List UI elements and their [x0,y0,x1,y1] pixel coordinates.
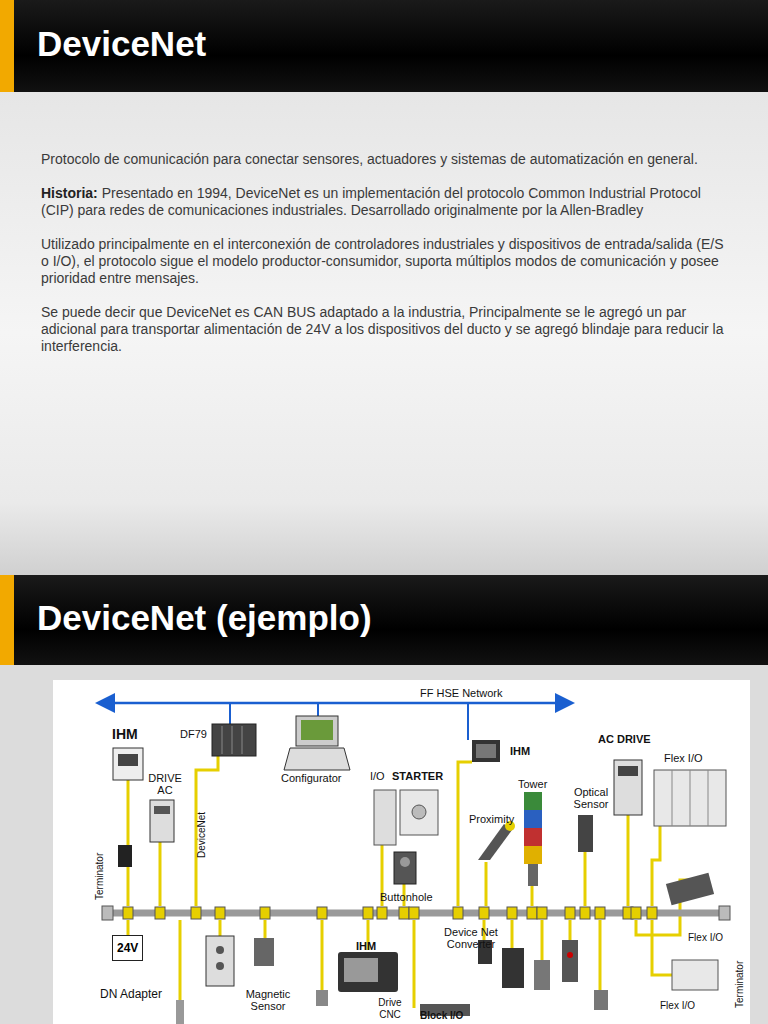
power-supply-box: 24V [112,935,143,961]
body-text: Presentado en 1994, DeviceNet es un impl… [41,185,701,218]
device-label: I/O [370,770,385,782]
device-label: Flex I/O [664,752,703,764]
body-text: Utilizado principalmente en el intercone… [41,236,724,286]
tee-connector [453,907,463,919]
body-text: Protocolo de comunicación para conectar … [41,151,698,167]
tee-connector [317,907,327,919]
device-label: Flex I/O [660,1000,695,1012]
accent-strip [0,575,14,665]
device-label: STARTER [392,770,443,782]
tee-connector [537,907,547,919]
accent-strip [0,0,14,92]
body-text: Se puede decir que DeviceNet es CAN BUS … [41,304,724,354]
tee-connector [507,907,517,919]
device-label: Configurator [281,772,342,784]
device-label: Flex I/O [688,932,723,944]
paragraph: Se puede decir que DeviceNet es CAN BUS … [41,304,731,355]
device-label: Device Net Converter [436,926,506,950]
tee-connector [479,907,489,919]
tee-connector [260,907,270,919]
device-label: Block I/O [420,1010,463,1022]
device-label: Buttonhole [380,891,433,903]
vertical-label: DeviceNet [196,812,208,858]
node-text: 24V [117,941,138,955]
tee-connector [580,907,590,919]
paragraph: Utilizado principalmente en el intercone… [41,236,731,287]
device-label: Drive CNC [372,997,408,1021]
device-label: Optical Sensor [568,786,614,810]
paragraph: Historia: Presentado en 1994, DeviceNet … [41,185,731,219]
tee-connector [595,907,605,919]
tee-connector [363,907,373,919]
tee-connector [565,907,575,919]
tee-connector [191,907,201,919]
tee-connector [647,907,657,919]
slide-title: DeviceNet (ejemplo) [37,598,372,638]
tee-connector [155,907,165,919]
device-label: Proximity [469,813,514,825]
slide-title: DeviceNet [37,24,206,64]
device-label: AC DRIVE [598,733,651,745]
tee-connector [409,907,419,919]
vertical-label: Terminator [94,853,106,900]
device-label: FF HSE Network [420,687,503,699]
paragraph: Protocolo de comunicación para conectar … [41,151,731,168]
device-label: IHM [356,940,376,952]
tee-connector [631,907,641,919]
bold-lead: Historia: [41,185,98,201]
tee-connector [399,907,409,919]
device-label: DF79 [180,728,207,740]
device-label: DN Adapter [100,988,162,1000]
tee-connector [123,907,133,919]
paragraph-block: Protocolo de comunicación para conectar … [41,151,731,372]
device-label: IHM [112,728,138,740]
device-label: DRIVE AC [146,772,184,796]
device-label: Magnetic Sensor [242,988,294,1012]
device-label: Tower [518,778,547,790]
tee-connector [215,907,225,919]
tee-connector [527,907,537,919]
device-label: IHM [510,745,530,757]
tee-connector [377,907,387,919]
vertical-label: Terminator [734,961,746,1008]
